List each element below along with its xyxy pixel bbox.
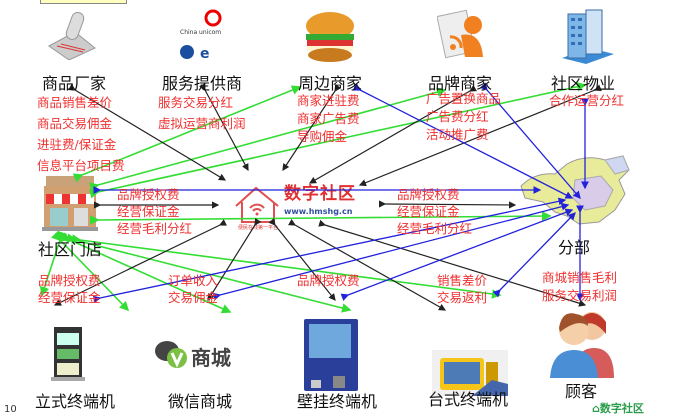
office-building-icon xyxy=(562,9,614,64)
footer-logo: ⌂数字社区 xyxy=(592,400,644,415)
center-logo: 数字社区 www.hmshg.cn 便民在线第一平台 xyxy=(234,184,370,232)
revenue-item: 经营保证金 xyxy=(397,204,460,219)
revenue-item: 合作运营分红 xyxy=(549,93,625,108)
logo-slogan: 便民在线第一平台 xyxy=(238,225,279,231)
wall-terminal-icon xyxy=(304,319,358,391)
revenue-item: 交易返利 xyxy=(437,290,488,305)
standing-terminal-revenue: 品牌授权费 经营保证金 xyxy=(38,272,101,306)
wechat-mall-logo-text: 商城 xyxy=(191,346,231,370)
storefront-icon xyxy=(42,176,98,231)
revenue-item: 品牌授权费 xyxy=(117,187,180,202)
revenue-item: 经营毛利分红 xyxy=(397,221,473,236)
desktop-terminal-revenue: 销售差价 交易返利 xyxy=(437,272,487,306)
revenue-item: 服务交易利润 xyxy=(542,288,618,303)
revenue-item: 导购佣金 xyxy=(297,129,348,144)
svg-text:China unicom: China unicom xyxy=(180,29,221,36)
revenue-item: 进驻费/保证金 xyxy=(37,137,117,152)
revenue-item: 订单收入 xyxy=(168,273,219,288)
community-store-revenue: 品牌授权费 经营保证金 经营毛利分红 xyxy=(117,186,192,237)
revenue-item: 活动推广费 xyxy=(426,127,489,142)
service-provider-revenue: 服务交易分红 虚拟运营商利润 xyxy=(158,92,246,134)
revenue-item: 品牌授权费 xyxy=(397,187,460,202)
customer-users-icon xyxy=(550,312,614,378)
burger-icon xyxy=(306,12,354,62)
telecom-operators-logo: China unicom e xyxy=(178,8,228,64)
brand-merchants-revenue: 广告置换商品 广告费分红 活动推广费 xyxy=(426,90,501,144)
node-wechat-mall: 微信商城 xyxy=(168,392,233,411)
wechat-chat-icon xyxy=(155,341,187,368)
desktop-terminal-icon xyxy=(432,350,508,396)
revenue-item: 商家进驻费 xyxy=(297,93,360,108)
node-standing-terminal: 立式终端机 xyxy=(35,392,116,411)
revenue-item: 虚拟运营商利润 xyxy=(158,116,246,131)
branch-revenue: 品牌授权费 经营保证金 经营毛利分红 xyxy=(397,186,472,237)
node-nearby-merchants: 周边商家 xyxy=(298,74,363,93)
node-wall-terminal: 壁挂终端机 xyxy=(297,392,378,411)
node-service-provider: 服务提供商 xyxy=(162,74,243,93)
revenue-item: 品牌授权费 xyxy=(38,273,101,288)
revenue-item: 广告置换商品 xyxy=(426,91,502,106)
revenue-item: 交易佣金 xyxy=(168,290,219,305)
wechat-mall-logo: 商城 xyxy=(153,338,243,370)
house-wifi-icon xyxy=(235,186,279,223)
node-desktop-terminal: 台式终端机 xyxy=(428,390,509,409)
revenue-item: 商家广告费 xyxy=(297,111,360,126)
wall-terminal-revenue: 品牌授权费 xyxy=(297,272,360,289)
china-map-icon xyxy=(520,155,630,225)
node-branch: 分部 xyxy=(558,238,591,257)
logo-name: 数字社区 xyxy=(284,184,356,204)
revenue-item: 服务交易分红 xyxy=(158,95,234,110)
revenue-item: 广告费分红 xyxy=(426,109,489,124)
logo-url: www.hmshg.cn xyxy=(284,207,353,216)
node-customer: 顾客 xyxy=(565,382,598,401)
goods-factory-revenue: 商品销售差价 商品交易佣金 进驻费/保证金 信息平台项目费 xyxy=(37,92,125,176)
node-community-store: 社区门店 xyxy=(38,240,103,259)
revenue-item: 信息平台项目费 xyxy=(37,158,125,173)
rss-reader-icon xyxy=(437,9,483,59)
footer-house-icon: ⌂ xyxy=(592,402,600,415)
svg-text:e: e xyxy=(200,46,210,62)
revenue-item: 商品销售差价 xyxy=(37,95,113,110)
revenue-item: 经营保证金 xyxy=(38,290,101,305)
barcode-scanner-icon xyxy=(48,11,96,60)
revenue-item: 商品交易佣金 xyxy=(37,116,113,131)
property-revenue: 合作运营分红 xyxy=(549,90,624,111)
revenue-item: 商城销售毛利 xyxy=(542,270,618,285)
revenue-item: 经营毛利分红 xyxy=(117,221,193,236)
revenue-item: 经营保证金 xyxy=(117,204,180,219)
wechat-mall-revenue: 订单收入 交易佣金 xyxy=(168,272,218,306)
revenue-item: 品牌授权费 xyxy=(297,273,360,288)
node-goods-factory: 商品厂家 xyxy=(42,74,107,93)
page-number: 10 xyxy=(4,404,17,415)
nearby-merchants-revenue: 商家进驻费 商家广告费 导购佣金 xyxy=(297,92,360,146)
standing-terminal-icon xyxy=(51,327,85,381)
note-box xyxy=(40,0,127,4)
revenue-item: 销售差价 xyxy=(437,273,488,288)
footer-logo-text: 数字社区 xyxy=(599,402,644,415)
customer-revenue: 商城销售毛利 服务交易利润 xyxy=(542,269,617,305)
